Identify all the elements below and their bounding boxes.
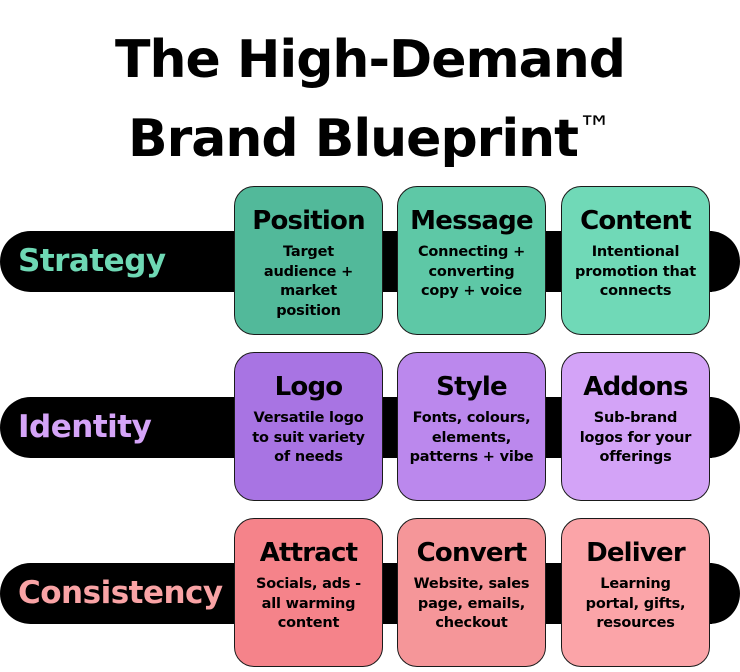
card-description: Intentional promotion that connects [575, 244, 696, 299]
card-title: Message [410, 206, 533, 236]
card-description: Target audience + market position [263, 244, 354, 319]
card-title: Logo [274, 372, 344, 402]
row-consistency: Consistency Attract Socials, ads - all w… [0, 518, 740, 670]
title-line-1: The High-Demand [0, 27, 740, 93]
title-text-2: Brand Blueprint [127, 109, 579, 169]
row-strategy: Strategy Position Target audience + mark… [0, 186, 740, 338]
card-deliver: Deliver Learning portal, gifts, resource… [561, 518, 710, 667]
card-attract: Attract Socials, ads - all warming conte… [234, 518, 383, 667]
card-addons: Addons Sub-brand logos for your offering… [561, 352, 710, 501]
card-title: Deliver [586, 538, 686, 568]
card-position: Position Target audience + market positi… [234, 186, 383, 335]
title-line-2: Brand Blueprint™ [0, 96, 740, 172]
card-style: Style Fonts, colours, elements, patterns… [397, 352, 546, 501]
card-description: Website, sales page, emails, checkout [413, 576, 530, 631]
card-title: Style [436, 372, 507, 402]
card-description: Socials, ads - all warming content [256, 576, 361, 631]
card-description: Connecting + converting copy + voice [417, 244, 526, 299]
card-logo: Logo Versatile logo to suit variety of n… [234, 352, 383, 501]
card-content: Content Intentional promotion that conne… [561, 186, 710, 335]
card-description: Versatile logo to suit variety of needs [252, 410, 365, 465]
trademark-symbol: ™ [578, 109, 613, 149]
card-title: Convert [416, 538, 527, 568]
title-text-1: The High-Demand [115, 30, 626, 90]
row-identity: Identity Logo Versatile logo to suit var… [0, 352, 740, 504]
row-label-strategy: Strategy [18, 243, 166, 279]
card-title: Content [580, 206, 692, 236]
row-label-consistency: Consistency [18, 575, 223, 611]
row-label-identity: Identity [18, 409, 152, 445]
card-title: Position [252, 206, 365, 236]
card-title: Addons [583, 372, 688, 402]
card-description: Fonts, colours, elements, patterns + vib… [409, 410, 534, 465]
card-description: Sub-brand logos for your offerings [579, 410, 692, 465]
card-description: Learning portal, gifts, resources [585, 576, 686, 631]
card-convert: Convert Website, sales page, emails, che… [397, 518, 546, 667]
card-message: Message Connecting + converting copy + v… [397, 186, 546, 335]
card-title: Attract [259, 538, 358, 568]
